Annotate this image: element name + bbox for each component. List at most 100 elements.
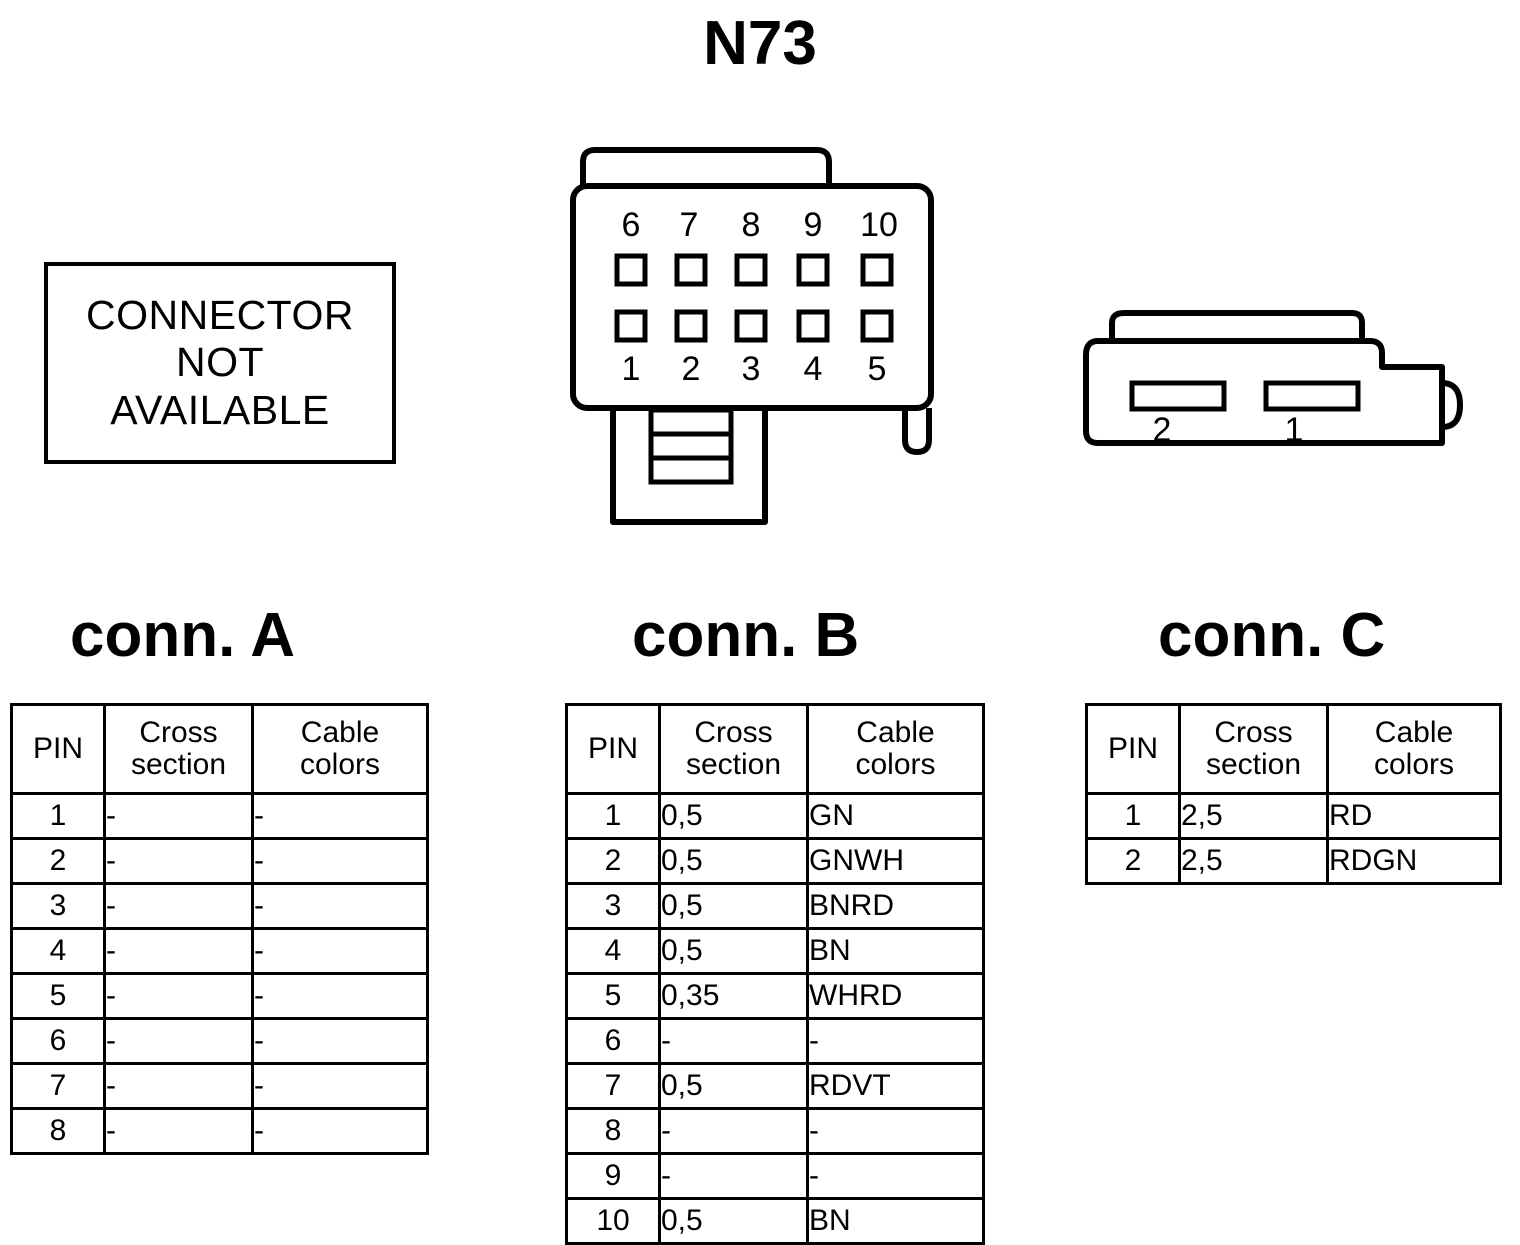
cell-pin: 6 (565, 1017, 661, 1065)
table-row: 9-- (565, 1152, 985, 1200)
header-cable-colors: Cable colors (806, 703, 985, 795)
svg-text:9: 9 (804, 206, 823, 244)
cell-cable-color: RDGN (1326, 837, 1502, 885)
svg-text:1: 1 (622, 350, 641, 388)
cell-cable-color: - (251, 972, 429, 1020)
cell-cross-section: - (658, 1152, 809, 1200)
cell-cable-color: - (251, 1107, 429, 1155)
cell-pin: 4 (565, 927, 661, 975)
cell-pin: 1 (565, 792, 661, 840)
header-colors-line1: Cable (300, 715, 380, 749)
cell-cable-color: GNWH (806, 837, 985, 885)
table-row: 8-- (565, 1107, 985, 1155)
svg-text:5: 5 (868, 350, 887, 388)
cell-cable-color: - (806, 1152, 985, 1200)
cell-pin: 5 (10, 972, 106, 1020)
header-colors-line2: colors (299, 748, 381, 781)
cell-cable-color: - (251, 927, 429, 975)
cell-pin: 1 (1085, 792, 1181, 840)
cell-cross-section: 0,35 (658, 972, 809, 1020)
cell-cross-section: - (658, 1107, 809, 1155)
header-cross-line1: Cross (1214, 715, 1293, 749)
conn-a-table-body: 1--2--3--4--5--6--7--8-- (10, 792, 429, 1155)
table-header-row: PIN Cross section Cable colors (1085, 703, 1502, 795)
cell-cross-section: - (658, 1017, 809, 1065)
cell-pin: 4 (10, 927, 106, 975)
cell-cross-section: - (103, 1017, 254, 1065)
header-colors-line2: colors (855, 748, 936, 781)
header-cross-line2: section (130, 748, 227, 781)
table-row: 2-- (10, 837, 429, 885)
cell-cross-section: - (103, 927, 254, 975)
table-row: 7-- (10, 1062, 429, 1110)
cell-pin: 6 (10, 1017, 106, 1065)
header-cross-section: Cross section (1178, 703, 1329, 795)
table-row: 4-- (10, 927, 429, 975)
header-cross-line2: section (685, 748, 782, 781)
table-row: 5-- (10, 972, 429, 1020)
header-cross-line2: section (1205, 748, 1302, 781)
svg-text:4: 4 (804, 350, 823, 388)
header-cross-section: Cross section (103, 703, 254, 795)
header-colors-line1: Cable (856, 715, 935, 749)
svg-text:1: 1 (1285, 411, 1304, 449)
cell-pin: 5 (565, 972, 661, 1020)
cell-pin: 8 (10, 1107, 106, 1155)
svg-text:2: 2 (682, 350, 701, 388)
header-pin: PIN (565, 703, 661, 795)
table-header-row: PIN Cross section Cable colors (565, 703, 985, 795)
cell-cable-color: - (251, 1062, 429, 1110)
cell-cross-section: - (103, 792, 254, 840)
cell-cable-color: - (806, 1107, 985, 1155)
cell-pin: 1 (10, 792, 106, 840)
placeholder-line-2: NOT (175, 339, 265, 386)
cell-cross-section: 2,5 (1178, 837, 1329, 885)
header-cross-section: Cross section (658, 703, 809, 795)
svg-text:8: 8 (742, 206, 761, 244)
cell-cross-section: - (103, 1062, 254, 1110)
cell-pin: 2 (10, 837, 106, 885)
cell-pin: 10 (565, 1197, 661, 1245)
cell-cable-color: BNRD (806, 882, 985, 930)
header-cable-colors: Cable colors (1326, 703, 1502, 795)
cell-cross-section: - (103, 972, 254, 1020)
cell-pin: 3 (10, 882, 106, 930)
cell-cross-section: - (103, 882, 254, 930)
conn-c-label: conn. C (1158, 601, 1386, 670)
cell-cross-section: 0,5 (658, 1062, 809, 1110)
cell-cross-section: - (103, 1107, 254, 1155)
cell-pin: 7 (10, 1062, 106, 1110)
cell-cable-color: BN (806, 1197, 985, 1245)
svg-text:2: 2 (1153, 411, 1172, 449)
cell-pin: 2 (565, 837, 661, 885)
placeholder-line-3: AVAILABLE (110, 386, 330, 433)
cell-cross-section: 0,5 (658, 1197, 809, 1245)
cell-pin: 3 (565, 882, 661, 930)
svg-text:6: 6 (622, 206, 641, 244)
cell-cross-section: 2,5 (1178, 792, 1329, 840)
table-row: 8-- (10, 1107, 429, 1155)
header-cable-colors: Cable colors (251, 703, 429, 795)
cell-cross-section: 0,5 (658, 792, 809, 840)
page-title: N73 (703, 9, 817, 78)
cell-cable-color: RDVT (806, 1062, 985, 1110)
header-cross-line1: Cross (139, 715, 218, 749)
cell-pin: 9 (565, 1152, 661, 1200)
svg-text:3: 3 (742, 350, 761, 388)
cell-cable-color: - (251, 882, 429, 930)
header-cross-line1: Cross (694, 715, 773, 749)
table-row: 6-- (565, 1017, 985, 1065)
cell-cable-color: BN (806, 927, 985, 975)
cell-pin: 2 (1085, 837, 1181, 885)
table-header-row: PIN Cross section Cable colors (10, 703, 429, 795)
